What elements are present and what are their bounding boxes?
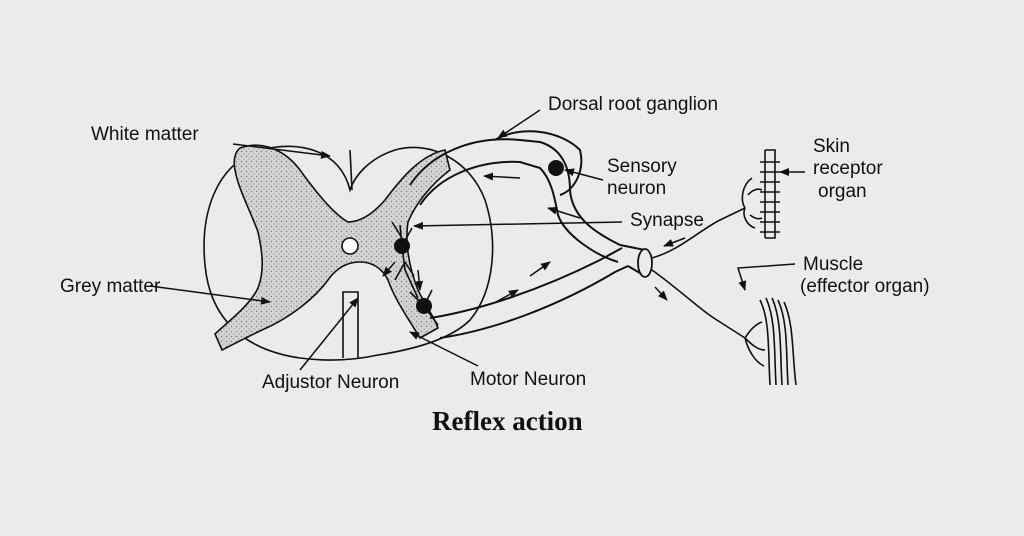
arrow-motor-path-2 xyxy=(529,261,551,277)
diagram-title: Reflex action xyxy=(432,406,583,436)
label-white-matter: White matter xyxy=(91,124,199,145)
sensory-fibre xyxy=(651,207,746,259)
dorsal-root-ganglion xyxy=(494,130,583,196)
label-motor-neuron: Motor Neuron xyxy=(470,369,586,390)
spinal-nerve-top xyxy=(619,244,646,251)
pointer-sensory-neuron xyxy=(564,168,604,181)
pointer-grey-matter xyxy=(149,285,271,305)
label-skin-receptor-1: Skin xyxy=(813,136,850,157)
label-skin-receptor-3: organ xyxy=(818,181,867,202)
ventral-root-outer xyxy=(429,247,623,319)
label-sensory-neuron-2: neuron xyxy=(607,178,666,199)
label-adjustor-neuron: Adjustor Neuron xyxy=(262,372,399,393)
label-sensory-neuron-1: Sensory xyxy=(607,156,677,177)
pointer-dorsal-root-ganglion xyxy=(497,109,541,139)
pointer-muscle xyxy=(736,263,796,291)
spinal-nerve-end xyxy=(637,248,653,278)
pointer-synapse xyxy=(413,221,623,230)
skin-receptor-organ xyxy=(741,149,780,239)
arrow-motor-out xyxy=(654,286,668,301)
grey-matter-shape xyxy=(214,144,451,352)
motor-fibre xyxy=(651,269,746,339)
label-muscle-2: (effector organ) xyxy=(800,276,930,297)
arrow-sensory-path-1 xyxy=(483,172,521,181)
sensory-neuron-body xyxy=(548,160,564,176)
label-skin-receptor-2: receptor xyxy=(813,158,883,179)
ventral-root-inner xyxy=(439,265,629,339)
adjustor-neuron-branches xyxy=(391,221,439,326)
pointer-white-matter xyxy=(232,143,331,159)
label-grey-matter: Grey matter xyxy=(60,276,161,297)
label-muscle-1: Muscle xyxy=(803,254,863,275)
dorsal-root-inner xyxy=(419,160,619,263)
central-canal xyxy=(341,237,359,255)
arrow-sensory-in xyxy=(663,237,686,247)
label-dorsal-root-ganglion: Dorsal root ganglion xyxy=(548,94,718,115)
arrow-motor-path-1 xyxy=(495,289,519,303)
pointer-motor-neuron xyxy=(409,331,479,367)
muscle-effector xyxy=(744,297,797,386)
pointer-adjustor-neuron xyxy=(299,297,359,371)
arrow-sensory-path-2 xyxy=(547,206,581,219)
dorsal-root-outer xyxy=(409,138,621,246)
arrow-into-adjustor xyxy=(382,261,396,277)
dorsal-septum xyxy=(349,149,353,191)
label-synapse: Synapse xyxy=(630,210,704,231)
arrow-down-to-motor xyxy=(415,269,424,291)
ventral-fissure xyxy=(342,291,359,358)
